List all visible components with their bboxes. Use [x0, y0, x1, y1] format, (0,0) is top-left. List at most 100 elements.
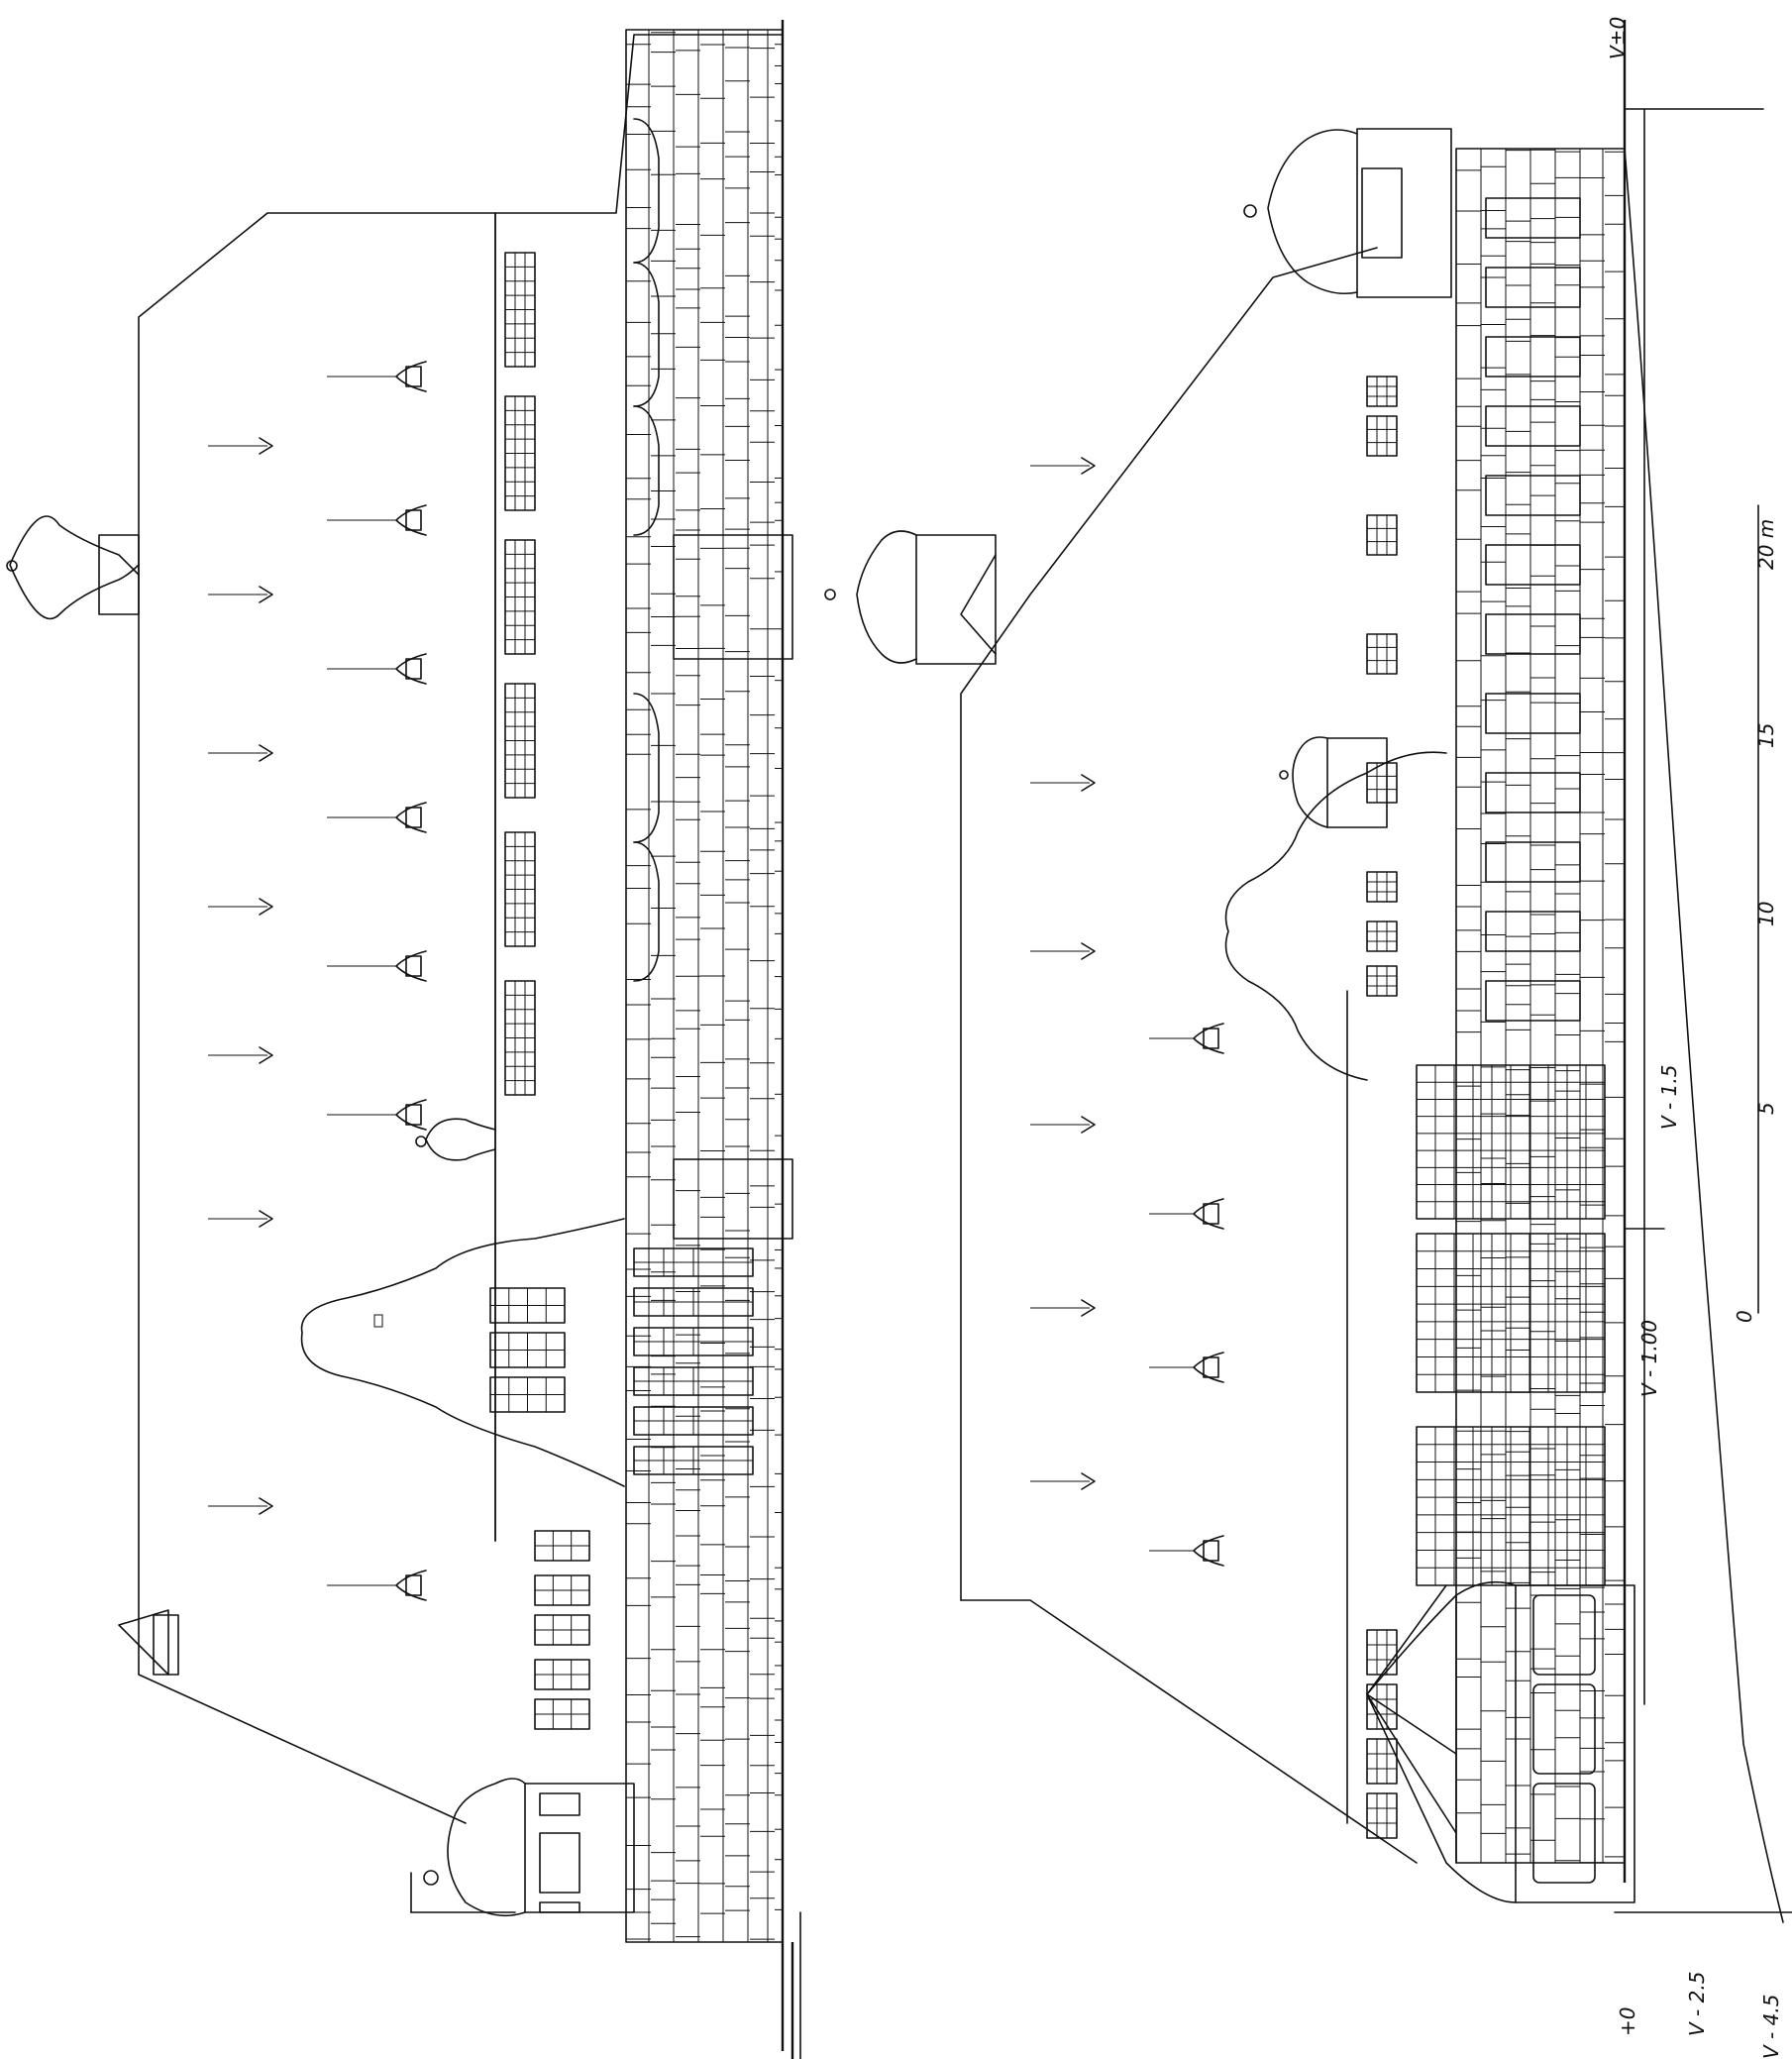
upper-window-1	[504, 395, 536, 511]
lower-masonry-wall	[1455, 148, 1626, 1864]
lower-slot-11	[1485, 980, 1581, 1022]
lower-slot-7	[1485, 693, 1581, 734]
glazed-bay-2	[1416, 1426, 1606, 1586]
lower-window-1-frame	[1366, 514, 1398, 556]
scale-tick-15: 15	[1754, 723, 1778, 748]
upper-lattice-window-4	[633, 1406, 754, 1436]
glazed-bay-1	[1416, 1233, 1606, 1393]
upper-turret	[118, 1609, 179, 1676]
upper-roof-vents	[208, 437, 273, 1515]
lower-gable-window-2	[1366, 965, 1398, 997]
lower-slot-5	[1485, 544, 1581, 586]
upper-elevation	[6, 20, 801, 2059]
lower-masonry-joints	[1456, 149, 1625, 1864]
lower-pavilion-window-0-frame	[1366, 1629, 1398, 1676]
upper-windows	[504, 252, 754, 1730]
dormer-window	[405, 1574, 422, 1596]
dormer-window	[405, 509, 422, 531]
upper-window-4	[504, 831, 536, 947]
dormer-window	[1203, 1028, 1219, 1049]
scale-bar: 0 5 10 15 20 m	[1733, 504, 1778, 1323]
upper-masonry-joints	[626, 32, 783, 1940]
level-label-minus1-5: V - 1.5	[1657, 1065, 1681, 1130]
upper-small-window-1	[534, 1574, 590, 1606]
upper-lattice-window-1	[633, 1287, 754, 1317]
dormer-window	[1203, 1203, 1219, 1225]
lower-gable-windows	[1366, 871, 1398, 997]
lower-pavilion-window-1-frame	[1366, 1683, 1398, 1730]
lower-window-4-frame	[1366, 376, 1398, 407]
lower-slot-8	[1485, 772, 1581, 813]
lower-curved-gable	[1224, 751, 1447, 1081]
lower-window-0	[1366, 415, 1398, 457]
upper-window-3	[504, 683, 536, 799]
lower-gable-window-0	[1366, 871, 1398, 903]
upper-dormer-3	[327, 802, 427, 833]
upper-window-0	[504, 252, 536, 368]
lower-window-0-frame	[1366, 415, 1398, 457]
upper-pavilion-right	[410, 1778, 635, 1917]
upper-roof-outline	[494, 34, 784, 1542]
annotations: V±0 +0 V - 2.5 V - 4.5 V - 1.5 V - 1.00 …	[1606, 17, 1783, 2059]
scale-tick-20: 20 m	[1754, 519, 1778, 570]
lower-gable-window-1-frame	[1366, 921, 1398, 952]
level-label-minus2-5: V - 2.5	[1685, 1972, 1709, 2036]
vent-head	[1081, 942, 1096, 960]
lower-slot-2	[1485, 336, 1581, 378]
upper-cupola-mid	[415, 1118, 496, 1161]
lower-slot-0	[1485, 197, 1581, 239]
lower-small-cupola	[1279, 736, 1388, 828]
lower-tower-center	[824, 530, 997, 665]
level-label-plus0: +0	[1616, 2007, 1639, 2036]
lower-windows	[1366, 197, 1581, 1022]
lower-roof-end	[960, 1599, 1418, 1864]
level-label-minus1-00: V - 1.00	[1637, 1320, 1661, 1397]
upper-vent-2	[208, 744, 273, 762]
upper-dormer-1	[327, 504, 427, 536]
upper-dormer-0	[327, 361, 427, 392]
lower-window-3	[1366, 762, 1398, 804]
lower-vent-2	[1030, 942, 1096, 960]
gable-window-0	[489, 1287, 566, 1324]
lower-pavilion-window-1	[1366, 1683, 1398, 1730]
scale-tick-5: 5	[1754, 1102, 1778, 1115]
lower-vent-5	[1030, 1472, 1096, 1490]
lower-window-3-frame	[1366, 762, 1398, 804]
level-label-minus4-5: V - 4.5	[1759, 1995, 1783, 2059]
dormer-window	[405, 955, 422, 977]
upper-masonry-wall	[625, 29, 784, 1943]
upper-vent-0	[208, 437, 273, 455]
upper-lattice-window-3	[633, 1366, 754, 1396]
lower-window-2	[1366, 633, 1398, 675]
gable-opening	[373, 1314, 383, 1328]
lower-window-4	[1366, 376, 1398, 407]
upper-dormers	[327, 361, 427, 1601]
lower-glazed-bays	[1416, 1064, 1606, 1586]
glazed-bay-0	[1416, 1064, 1606, 1220]
vent-head	[259, 1497, 273, 1515]
gable-window-2	[489, 1376, 566, 1413]
upper-dormer-6	[327, 1570, 427, 1601]
lower-gable-window-0-frame	[1366, 871, 1398, 903]
level-label-top: V±0	[1606, 17, 1630, 59]
lower-slot-6	[1485, 613, 1581, 655]
dormer-window	[405, 658, 422, 680]
lower-pavilion-window-0	[1366, 1629, 1398, 1676]
upper-vent-1	[208, 586, 273, 603]
upper-vent-5	[208, 1210, 273, 1228]
lower-dormer-1	[1149, 1198, 1224, 1230]
gable-window-1	[489, 1332, 566, 1368]
upper-gable-windows	[489, 1287, 566, 1413]
upper-small-window-0	[534, 1530, 590, 1562]
upper-cupola-left	[6, 515, 140, 620]
vent-head	[1081, 1299, 1096, 1317]
lower-pavilion-window-2-frame	[1366, 1738, 1398, 1785]
vent-head	[1081, 1472, 1096, 1490]
lower-pavilion-window-3-frame	[1366, 1792, 1398, 1839]
upper-window-2	[504, 539, 536, 655]
lower-slot-3	[1485, 405, 1581, 447]
lower-window-1	[1366, 514, 1398, 556]
upper-masonry-courses	[648, 30, 769, 1942]
